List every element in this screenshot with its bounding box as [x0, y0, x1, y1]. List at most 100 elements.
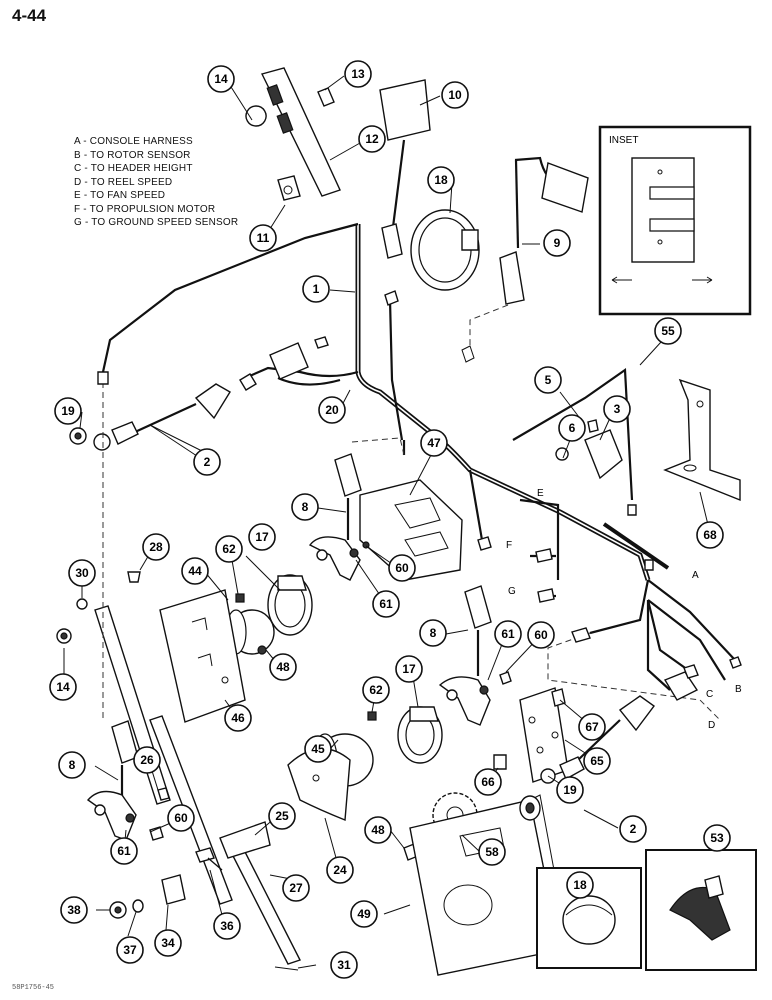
svg-text:25: 25: [275, 809, 289, 823]
wire-label-b: B: [735, 684, 742, 695]
svg-text:37: 37: [123, 943, 137, 957]
sensor-2-upper: [69, 383, 231, 459]
svg-text:48: 48: [276, 660, 290, 674]
svg-text:36: 36: [220, 919, 234, 933]
svg-text:61: 61: [379, 597, 393, 611]
callout-11: 11: [249, 224, 277, 252]
sensor-8-lower-middle: [397, 585, 512, 861]
callout-30: 30: [68, 559, 96, 587]
callout-10: 10: [441, 81, 469, 109]
callout-26: 26: [133, 746, 161, 774]
callout-6: 6: [558, 414, 586, 442]
clamps-upper-left: [225, 574, 313, 655]
svg-text:60: 60: [174, 811, 188, 825]
svg-text:61: 61: [117, 844, 131, 858]
svg-text:47: 47: [427, 436, 441, 450]
svg-text:20: 20: [325, 403, 339, 417]
callout-19-lower: 19: [556, 776, 584, 804]
svg-text:14: 14: [214, 72, 228, 86]
svg-text:19: 19: [61, 404, 75, 418]
svg-text:58: 58: [485, 845, 499, 859]
callout-27: 27: [282, 874, 310, 902]
svg-text:60: 60: [534, 628, 548, 642]
sensor-8-lower-left: [86, 720, 164, 841]
callout-5: 5: [534, 366, 562, 394]
sensor-2-lower: [519, 671, 699, 821]
legend-item-f: F - TO PROPULSION MOTOR: [74, 203, 216, 215]
callout-58: 58: [478, 838, 506, 866]
svg-text:61: 61: [501, 627, 515, 641]
svg-text:2: 2: [630, 822, 637, 836]
callout-62-upper: 62: [215, 535, 243, 563]
wire-legend: A - CONSOLE HARNESS B - TO ROTOR SENSOR …: [74, 135, 238, 230]
svg-text:18: 18: [434, 173, 448, 187]
wire-label-a: A: [692, 570, 699, 581]
svg-text:24: 24: [333, 863, 347, 877]
callout-31: 31: [330, 951, 358, 979]
svg-text:45: 45: [311, 742, 325, 756]
callout-60-lower: 60: [167, 804, 195, 832]
callout-1: 1: [302, 275, 330, 303]
callout-8-upper: 8: [291, 493, 319, 521]
sensor-8-upper: [308, 453, 370, 581]
callout-62-lower: 62: [362, 676, 390, 704]
callout-14-upper: 14: [207, 65, 235, 93]
svg-text:34: 34: [161, 936, 175, 950]
wire-label-d: D: [708, 720, 715, 731]
svg-text:60: 60: [395, 561, 409, 575]
svg-text:66: 66: [481, 775, 495, 789]
callout-48-lower: 48: [364, 816, 392, 844]
hardware-lower-left: [109, 787, 271, 919]
callout-8-middle: 8: [419, 619, 447, 647]
svg-text:6: 6: [569, 421, 576, 435]
svg-text:8: 8: [430, 626, 437, 640]
callout-53: 53: [703, 824, 731, 852]
wire-label-c: C: [706, 689, 713, 700]
callout-37: 37: [116, 936, 144, 964]
callout-44: 44: [181, 557, 209, 585]
svg-text:28: 28: [149, 540, 163, 554]
svg-text:38: 38: [67, 903, 81, 917]
svg-text:12: 12: [365, 132, 379, 146]
callout-48-upper: 48: [269, 653, 297, 681]
wire-label-g: G: [508, 586, 516, 597]
callout-38: 38: [60, 896, 88, 924]
callout-3: 3: [603, 395, 631, 423]
svg-text:68: 68: [703, 528, 717, 542]
callout-12: 12: [358, 125, 386, 153]
svg-text:5: 5: [545, 373, 552, 387]
callout-60-upper: 60: [388, 554, 416, 582]
svg-text:17: 17: [255, 530, 269, 544]
svg-text:14: 14: [56, 680, 70, 694]
callout-55: 55: [654, 317, 682, 345]
inset-box: INSET: [598, 125, 752, 316]
legend-item-b: B - TO ROTOR SENSOR: [74, 149, 191, 161]
legend-item-d: D - TO REEL SPEED: [74, 176, 173, 188]
bracket-65: [519, 632, 721, 783]
callout-24: 24: [326, 856, 354, 884]
svg-text:1: 1: [313, 282, 320, 296]
callout-18-box: 18: [566, 871, 594, 899]
svg-text:44: 44: [188, 564, 202, 578]
detail-boxes-lower-right: [536, 849, 757, 971]
svg-text:48: 48: [371, 823, 385, 837]
callout-61-middle: 61: [494, 620, 522, 648]
callout-46: 46: [224, 704, 252, 732]
svg-text:62: 62: [222, 542, 236, 556]
svg-text:62: 62: [369, 683, 383, 697]
callout-25: 25: [268, 802, 296, 830]
svg-text:53: 53: [710, 831, 724, 845]
legend-item-c: C - TO HEADER HEIGHT: [74, 163, 193, 174]
svg-text:30: 30: [75, 566, 89, 580]
parts-45-24: [287, 711, 377, 822]
callout-47: 47: [420, 429, 448, 457]
callout-68: 68: [696, 521, 724, 549]
legend-item-g: G - TO GROUND SPEED SENSOR: [74, 217, 239, 228]
callout-19-upper: 19: [54, 397, 82, 425]
callout-61-lower: 61: [110, 837, 138, 865]
svg-text:49: 49: [357, 907, 371, 921]
svg-text:27: 27: [289, 881, 303, 895]
bracket-12-group: [245, 67, 341, 201]
callout-67: 67: [578, 713, 606, 741]
svg-text:13: 13: [351, 67, 365, 81]
